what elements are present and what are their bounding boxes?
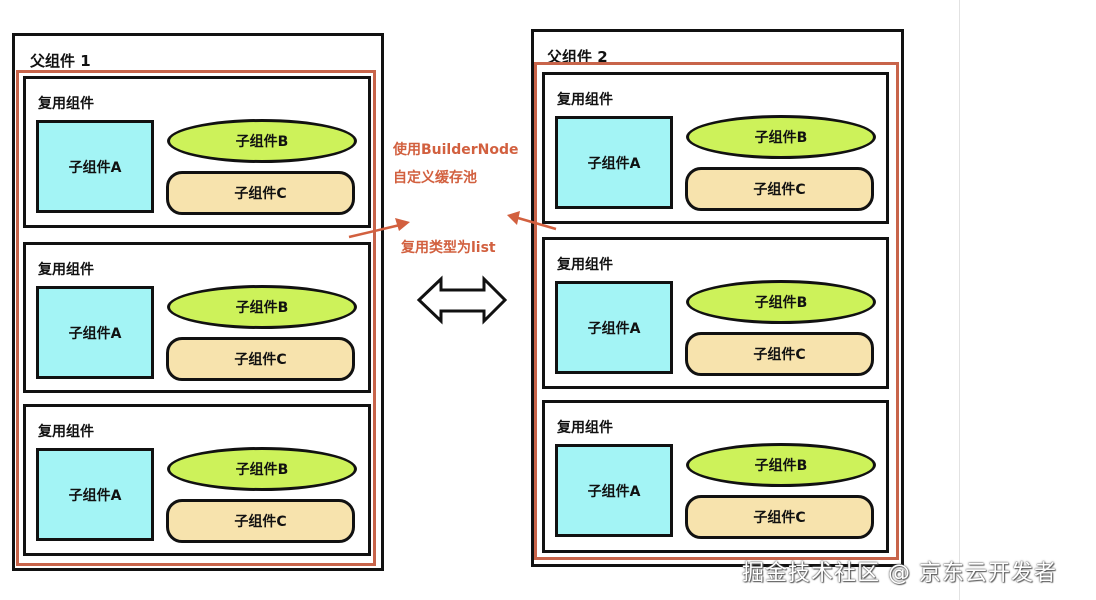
reusable-component: 复用组件 子组件A 子组件B 子组件C — [542, 237, 889, 389]
arrow-left-to-pool — [507, 211, 557, 231]
reusable-component: 复用组件 子组件A 子组件B 子组件C — [23, 242, 371, 393]
child-component-b: 子组件B — [686, 280, 876, 324]
child-component-b: 子组件B — [167, 285, 357, 329]
child-component-c: 子组件C — [166, 337, 355, 381]
child-component-b: 子组件B — [686, 443, 876, 487]
child-component-a: 子组件A — [555, 444, 673, 537]
child-component-b: 子组件B — [686, 115, 876, 159]
reusable-title: 复用组件 — [557, 257, 613, 273]
child-component-c: 子组件C — [685, 495, 874, 539]
child-component-b: 子组件B — [167, 447, 357, 491]
child-component-a: 子组件A — [555, 116, 673, 209]
annotation-buildernode: 使用BuilderNode — [393, 142, 519, 158]
reusable-title: 复用组件 — [38, 96, 94, 112]
cache-pool-2 — [534, 62, 899, 560]
reusable-component: 复用组件 子组件A 子组件B 子组件C — [23, 76, 371, 228]
reusable-component: 复用组件 子组件A 子组件B 子组件C — [542, 72, 889, 224]
child-component-b: 子组件B — [167, 119, 357, 163]
page-divider — [959, 0, 960, 600]
reusable-title: 复用组件 — [557, 420, 613, 436]
child-component-a: 子组件A — [36, 120, 154, 213]
child-component-c: 子组件C — [685, 332, 874, 376]
parent-title: 父组件 2 — [547, 48, 608, 66]
reusable-component: 复用组件 子组件A 子组件B 子组件C — [23, 404, 371, 556]
reusable-title: 复用组件 — [38, 424, 94, 440]
parent-title: 父组件 1 — [30, 52, 91, 70]
reusable-component: 复用组件 子组件A 子组件B 子组件C — [542, 400, 889, 553]
child-component-a: 子组件A — [36, 286, 154, 379]
child-component-a: 子组件A — [555, 281, 673, 374]
reusable-title: 复用组件 — [557, 92, 613, 108]
child-component-c: 子组件C — [685, 167, 874, 211]
annotation-cache-pool: 自定义缓存池 — [393, 170, 477, 186]
child-component-c: 子组件C — [166, 499, 355, 543]
double-arrow-icon — [416, 275, 508, 325]
reusable-title: 复用组件 — [38, 262, 94, 278]
child-component-a: 子组件A — [36, 448, 154, 541]
annotation-reuse-type: 复用类型为list — [401, 240, 496, 256]
cache-pool-1 — [16, 70, 376, 566]
child-component-c: 子组件C — [166, 171, 355, 215]
watermark: 掘金技术社区 @ 京东云开发者 — [742, 561, 1057, 586]
arrow-right-to-pool — [348, 218, 410, 239]
